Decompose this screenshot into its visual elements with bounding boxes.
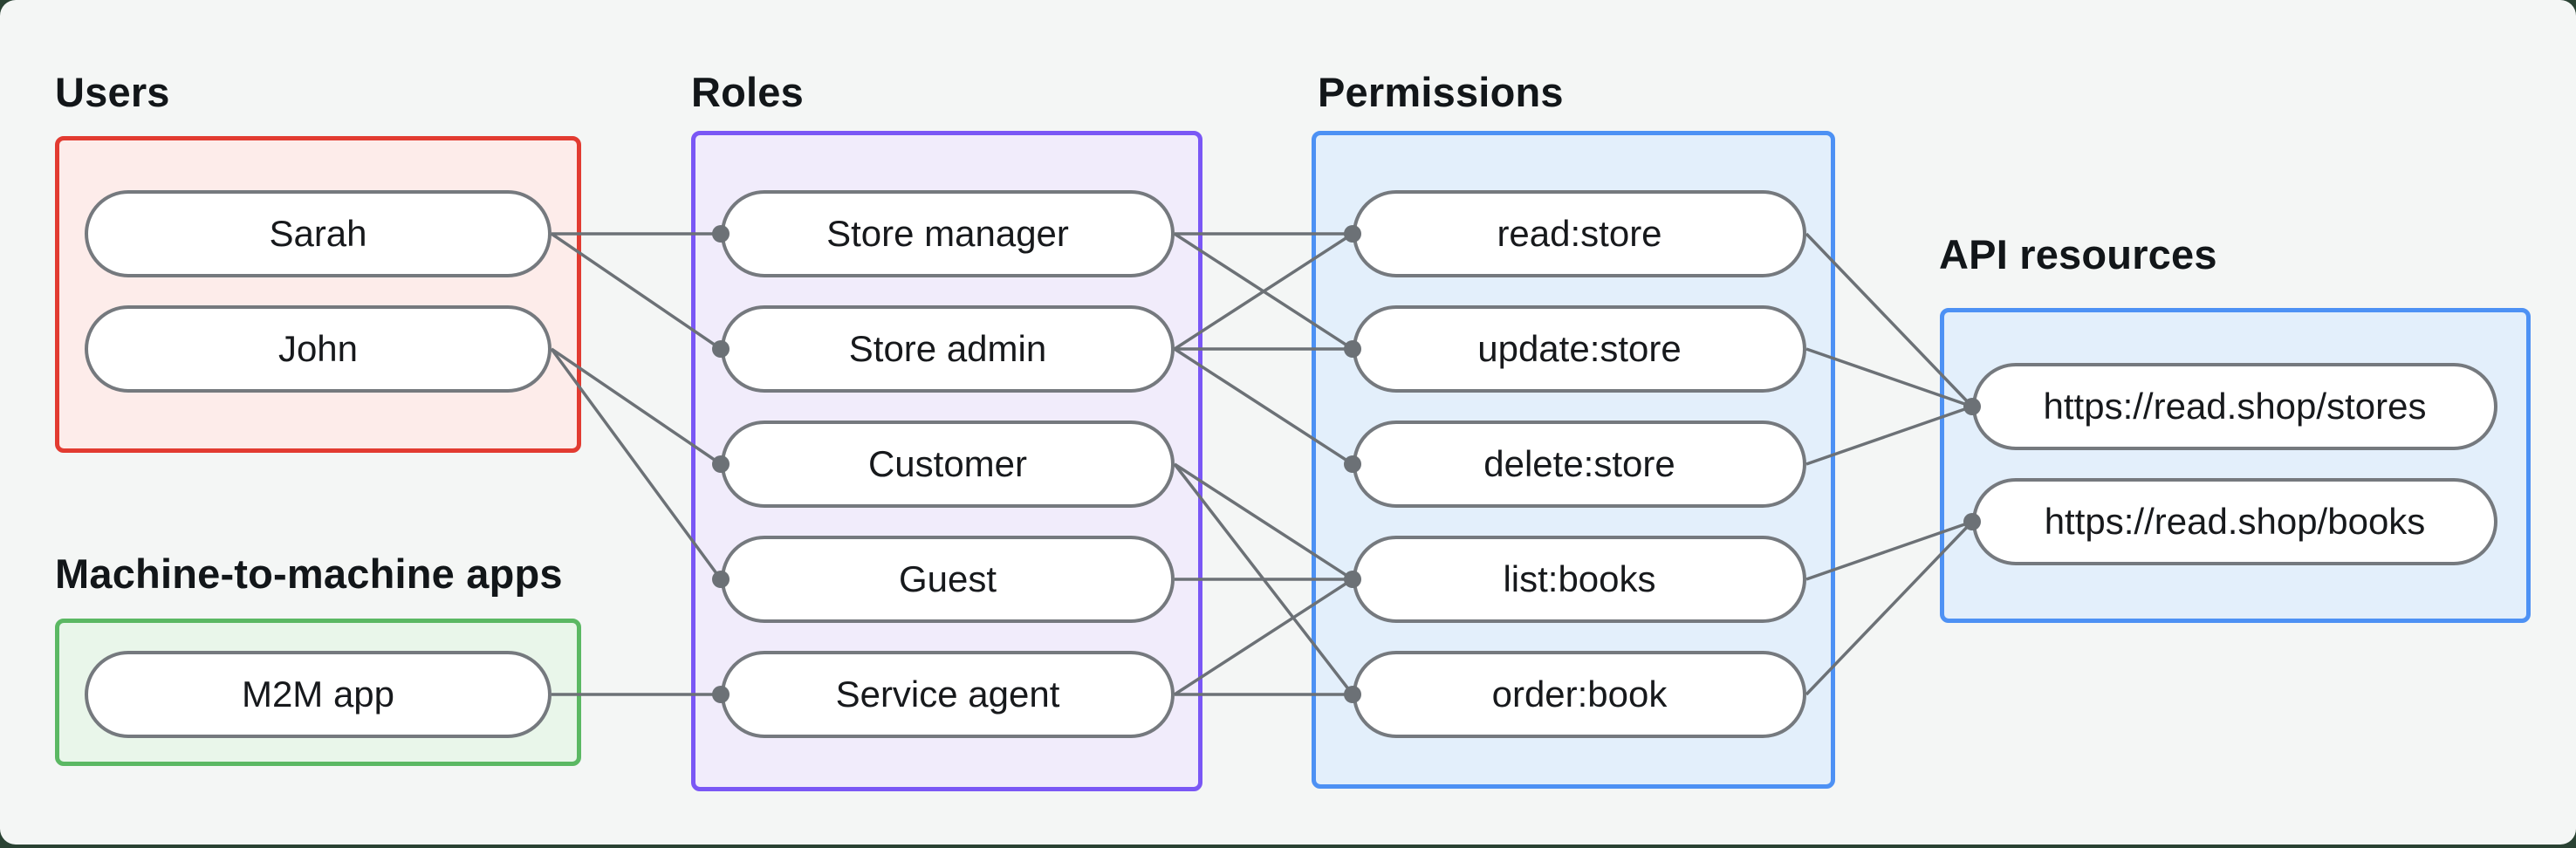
users-group-box <box>55 136 581 453</box>
node-sarah: Sarah <box>85 190 552 277</box>
node-customer: Customer <box>721 421 1175 508</box>
node-guest: Guest <box>721 536 1175 623</box>
api-resources-group-label: API resources <box>1939 231 2217 277</box>
node-m2m-app: M2M app <box>85 651 552 738</box>
node-order-book: order:book <box>1353 651 1806 738</box>
node-store-admin: Store admin <box>721 305 1175 393</box>
node-delete-store: delete:store <box>1353 421 1806 508</box>
node-stores-api: https://read.shop/stores <box>1972 363 2497 450</box>
users-group-label: Users <box>55 69 170 115</box>
node-john: John <box>85 305 552 393</box>
node-books-api: https://read.shop/books <box>1972 478 2497 565</box>
node-list-books: list:books <box>1353 536 1806 623</box>
node-update-store: update:store <box>1353 305 1806 393</box>
m2m-apps-group-label: Machine-to-machine apps <box>55 551 563 597</box>
node-store-manager: Store manager <box>721 190 1175 277</box>
node-service-agent: Service agent <box>721 651 1175 738</box>
api-resources-group-box <box>1940 308 2531 623</box>
roles-group-label: Roles <box>691 69 804 115</box>
node-read-store: read:store <box>1353 190 1806 277</box>
permissions-group-label: Permissions <box>1318 69 1564 115</box>
